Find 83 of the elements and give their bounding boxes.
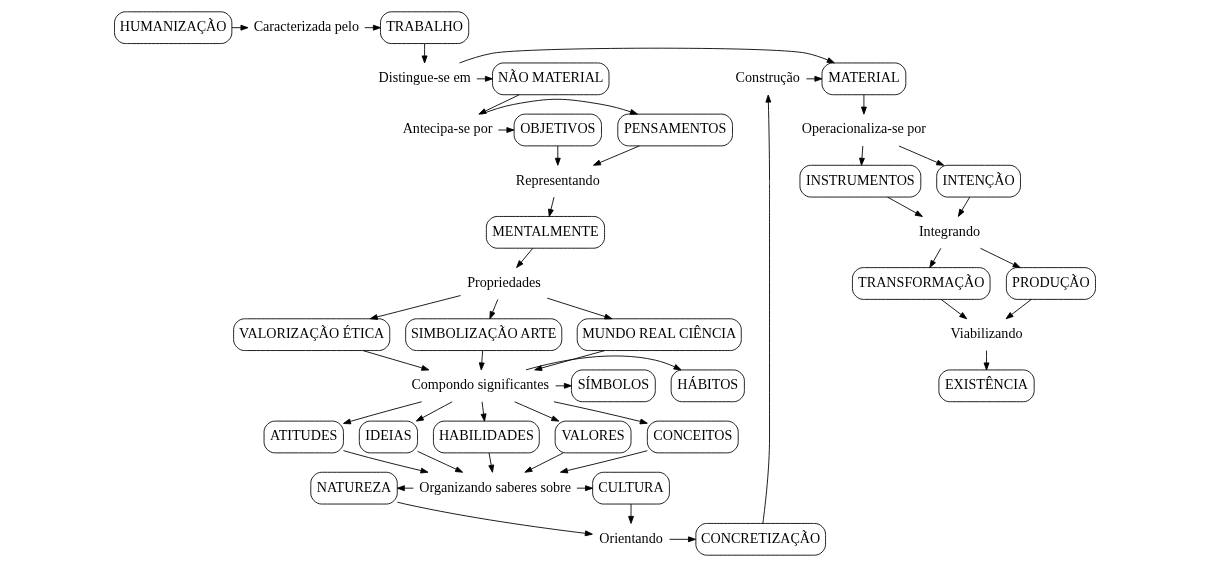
node-box: HUMANIZAÇÃO bbox=[113, 11, 232, 44]
arrow bbox=[761, 94, 771, 524]
arrow bbox=[668, 536, 696, 543]
node-box: PRODUÇÃO bbox=[1005, 267, 1096, 300]
node-box: CULTURA bbox=[591, 471, 670, 505]
arrow bbox=[362, 350, 429, 371]
arrow bbox=[805, 75, 822, 82]
arrow bbox=[957, 196, 970, 217]
node-box: TRABALHO bbox=[379, 11, 469, 44]
arrow bbox=[983, 350, 989, 371]
node-box: TRANSFORMAÇÃO bbox=[851, 267, 990, 300]
node-box: MUNDO REAL CIÊNCIA bbox=[576, 318, 742, 351]
arrow bbox=[415, 401, 453, 422]
arrow bbox=[552, 401, 648, 425]
arrow bbox=[898, 145, 944, 166]
arrow bbox=[860, 94, 867, 115]
arrow bbox=[928, 247, 941, 269]
node-text: Organizando saberes sobre bbox=[418, 478, 571, 495]
node-box: INSTRUMENTOS bbox=[799, 164, 921, 198]
node-box: CONCEITOS bbox=[646, 420, 739, 454]
node-box: MATERIAL bbox=[821, 62, 906, 96]
node-box: NÃO MATERIAL bbox=[491, 62, 609, 96]
node-text: Operacionaliza-se por bbox=[801, 120, 926, 137]
arrow bbox=[627, 503, 634, 524]
node-text: Viabilizando bbox=[950, 325, 1023, 342]
arrow bbox=[533, 350, 605, 371]
arrow bbox=[497, 127, 514, 133]
node-box: EXISTÊNCIA bbox=[937, 369, 1035, 403]
arrow bbox=[592, 145, 640, 166]
node-text: Antecipa-se por bbox=[402, 120, 492, 137]
node-box: MENTALMENTE bbox=[485, 216, 605, 249]
node-box: SÍMBOLOS bbox=[570, 369, 656, 403]
arrow bbox=[487, 452, 494, 473]
arrow bbox=[525, 355, 682, 371]
arrow bbox=[515, 247, 533, 269]
node-box: VALORIZAÇÃO ÉTICA bbox=[232, 318, 390, 351]
arrow bbox=[342, 401, 422, 425]
node-box: PENSAMENTOS bbox=[616, 113, 733, 147]
arrow bbox=[480, 401, 486, 422]
arrow bbox=[523, 452, 564, 473]
node-text: Construção bbox=[735, 69, 800, 86]
arrow bbox=[478, 350, 485, 371]
arrow bbox=[421, 43, 427, 64]
arrow bbox=[488, 299, 498, 320]
node-text: Caracterizada pelo bbox=[253, 18, 359, 35]
arrow bbox=[363, 24, 381, 31]
node-text: Integrando bbox=[918, 222, 980, 239]
node-text: Compondo significantes bbox=[410, 376, 549, 393]
arrow bbox=[559, 450, 648, 474]
node-box: HABILIDADES bbox=[432, 420, 540, 454]
node-box: INTENÇÃO bbox=[935, 164, 1021, 198]
arrow bbox=[575, 485, 593, 492]
arrow bbox=[513, 401, 559, 422]
node-box: IDEIAS bbox=[358, 420, 418, 454]
node-box: SIMBOLIZAÇÃO ARTE bbox=[404, 318, 562, 351]
node-box: NATUREZA bbox=[309, 471, 398, 505]
node-box: HÁBITOS bbox=[670, 369, 745, 403]
node-text: Representando bbox=[515, 171, 600, 188]
arrow bbox=[369, 295, 461, 320]
arrow bbox=[979, 247, 1021, 269]
node-box: CONCRETIZAÇÃO bbox=[694, 523, 826, 556]
node-box: VALORES bbox=[554, 420, 631, 454]
arrow bbox=[546, 297, 612, 320]
arrow bbox=[475, 75, 493, 82]
arrow bbox=[342, 450, 428, 474]
arrow bbox=[1005, 299, 1032, 320]
arrow bbox=[231, 24, 248, 31]
arrow bbox=[554, 382, 572, 389]
arrow bbox=[547, 196, 554, 217]
arrow bbox=[940, 299, 967, 320]
arrow bbox=[886, 196, 923, 217]
node-text: Orientando bbox=[598, 529, 663, 546]
node-box: OBJETIVOS bbox=[513, 113, 602, 147]
arrow bbox=[416, 450, 463, 473]
arrow bbox=[396, 501, 593, 537]
node-text: Propriedades bbox=[466, 273, 541, 290]
arrow bbox=[858, 145, 865, 166]
node-text: Distingue-se em bbox=[378, 69, 471, 86]
arrow bbox=[458, 47, 835, 64]
node-box: ATITUDES bbox=[263, 420, 344, 454]
arrow bbox=[396, 485, 414, 492]
arrow bbox=[480, 98, 638, 115]
arrow bbox=[554, 145, 561, 166]
